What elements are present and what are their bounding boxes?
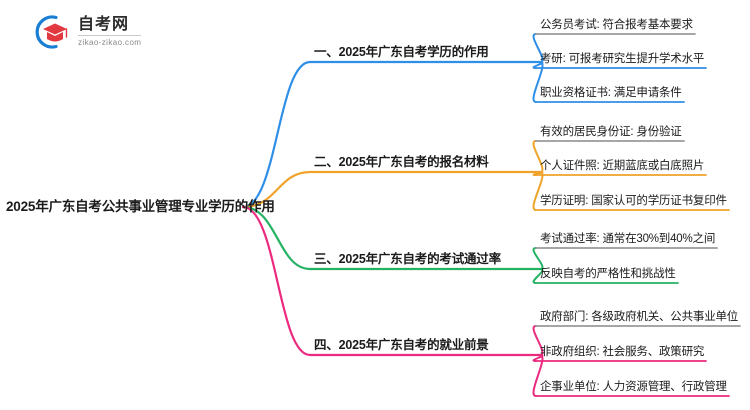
- mindmap-branch-node-1[interactable]: 一、2025年广东自考学历的作用: [314, 45, 489, 59]
- graduation-cap-ring-icon: [35, 15, 68, 49]
- mindmap-leaf-node-1-2[interactable]: 考研: 可报考研究生提升学术水平: [540, 53, 705, 65]
- mindmap-leaf-node-3-1[interactable]: 考试通过率: 通常在30%到40%之间: [540, 233, 716, 245]
- mindmap-branch-node-3[interactable]: 三、2025年广东自考的考试通过率: [314, 252, 501, 266]
- mindmap-leaf-node-1-1[interactable]: 公务员考试: 符合报考基本要求: [540, 19, 693, 31]
- mindmap-edge: [241, 60, 520, 209]
- mindmap-leaf-node-4-1[interactable]: 政府部门: 各级政府机关、公共事业单位: [540, 311, 739, 323]
- mindmap-edge: [532, 247, 544, 270]
- logo-text: 自考网 zikao-zikao.com: [78, 16, 142, 49]
- mindmap-leaf-node-4-3[interactable]: 企事业单位: 人力资源管理、行政管理: [540, 381, 727, 393]
- logo-subtitle: zikao-zikao.com: [78, 37, 142, 47]
- mindmap-leaf-node-2-2[interactable]: 个人证件照: 近期蓝底或白底照片: [540, 160, 705, 172]
- mindmap-leaf-node-3-2[interactable]: 反映自考的严格性和挑战性: [540, 268, 676, 280]
- mindmap-root-node[interactable]: 2025年广东自考公共事业管理专业学历的作用: [6, 199, 275, 214]
- logo-title: 自考网: [78, 16, 142, 36]
- mindmap-edge: [241, 170, 520, 209]
- mindmap-edge: [241, 205, 520, 357]
- mindmap-leaf-node-2-3[interactable]: 学历证明: 国家认可的学历证书复印件: [540, 195, 727, 207]
- logo-mark-icon: [30, 12, 72, 52]
- mindmap-leaf-node-2-1[interactable]: 有效的居民身份证: 身份验证: [540, 126, 682, 138]
- site-logo: 自考网 zikao-zikao.com: [30, 10, 170, 54]
- mindmap-branch-node-4[interactable]: 四、2025年广东自考的就业前景: [314, 338, 489, 352]
- mindmap-leaf-node-1-3[interactable]: 职业资格证书: 满足申请条件: [540, 87, 682, 99]
- mindmap-branch-node-2[interactable]: 二、2025年广东自考的报名材料: [314, 155, 489, 169]
- mindmap-leaf-node-4-2[interactable]: 非政府组织: 社会服务、政策研究: [540, 346, 705, 358]
